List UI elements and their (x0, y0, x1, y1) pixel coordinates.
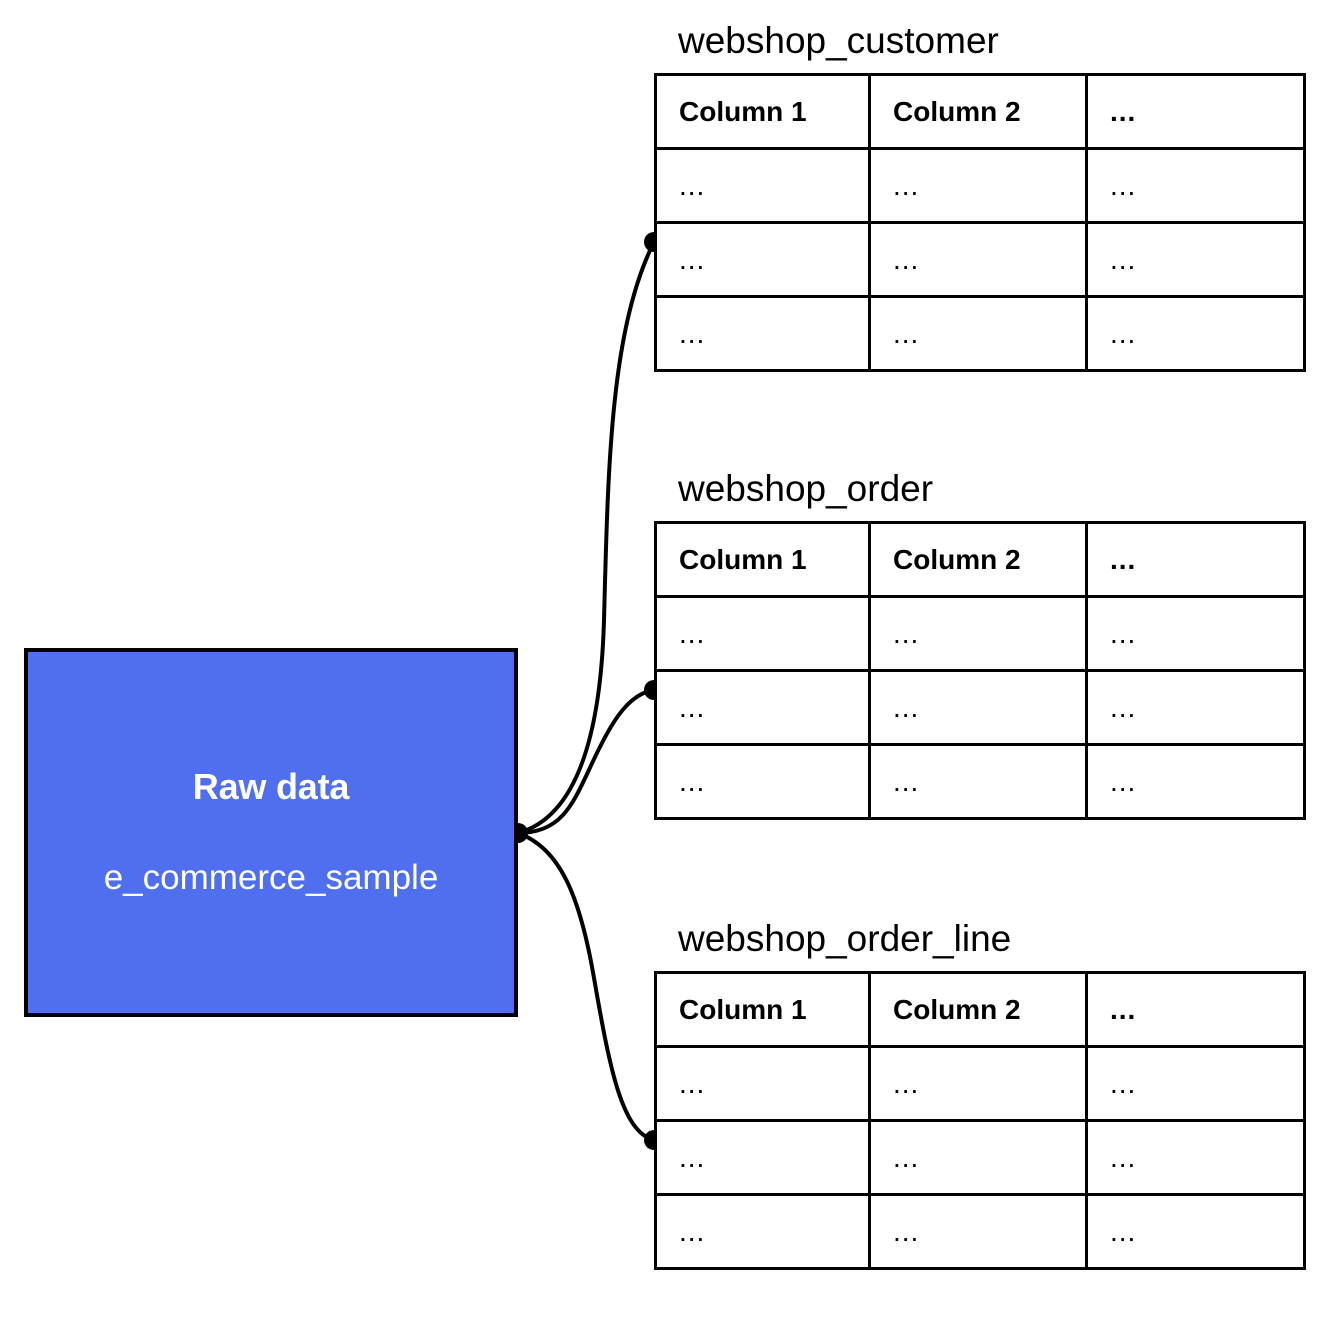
column-header-1: Column 1 (654, 971, 871, 1048)
table-row: ... ... ... (654, 1045, 1306, 1122)
table-title-webshop-order: webshop_order (678, 468, 934, 509)
table-row: ... ... ... (654, 743, 1306, 820)
column-header-3: ... (1085, 73, 1306, 150)
table-header-row: Column 1 Column 2 ... (654, 971, 1306, 1048)
raw-data-title: Raw data (192, 766, 350, 808)
raw-data-source-box[interactable]: Raw data e_commerce_sample (24, 648, 518, 1017)
table-cell: ... (868, 595, 1088, 672)
table-cell: ... (1085, 221, 1306, 298)
table-cell: ... (868, 669, 1088, 746)
table-group-webshop-order: webshop_order Column 1 Column 2 ... ... … (654, 468, 1306, 820)
table-cell: ... (868, 295, 1088, 372)
table-cell: ... (654, 295, 871, 372)
table-row: ... ... ... (654, 595, 1306, 672)
table-cell: ... (1085, 743, 1306, 820)
table-cell: ... (1085, 147, 1306, 224)
table-row: ... ... ... (654, 1119, 1306, 1196)
table-cell: ... (1085, 595, 1306, 672)
table-cell: ... (1085, 1045, 1306, 1122)
table-cell: ... (654, 743, 871, 820)
table-cell: ... (654, 595, 871, 672)
table-cell: ... (868, 147, 1088, 224)
edge-raw-data-to-webshop-customer (517, 241, 656, 835)
table-title-webshop-order-line: webshop_order_line (678, 918, 1012, 959)
column-header-2: Column 2 (868, 521, 1088, 598)
table-cell: ... (654, 147, 871, 224)
table-header-row: Column 1 Column 2 ... (654, 73, 1306, 150)
table-cell: ... (1085, 1119, 1306, 1196)
table-cell: ... (868, 1045, 1088, 1122)
table-row: ... ... ... (654, 1193, 1306, 1270)
table-group-webshop-order-line: webshop_order_line Column 1 Column 2 ...… (654, 918, 1306, 1270)
table-webshop-order-line: Column 1 Column 2 ... ... ... ... ... ..… (654, 971, 1306, 1270)
table-row: ... ... ... (654, 669, 1306, 746)
table-cell: ... (1085, 669, 1306, 746)
table-cell: ... (868, 221, 1088, 298)
table-cell: ... (654, 669, 871, 746)
column-header-2: Column 2 (868, 73, 1088, 150)
table-cell: ... (654, 1193, 871, 1270)
table-cell: ... (654, 1045, 871, 1122)
table-row: ... ... ... (654, 295, 1306, 372)
table-cell: ... (1085, 1193, 1306, 1270)
column-header-1: Column 1 (654, 521, 871, 598)
table-header-row: Column 1 Column 2 ... (654, 521, 1306, 598)
column-header-2: Column 2 (868, 971, 1088, 1048)
table-cell: ... (654, 1119, 871, 1196)
table-row: ... ... ... (654, 147, 1306, 224)
table-group-webshop-customer: webshop_customer Column 1 Column 2 ... .… (654, 20, 1306, 372)
table-title-webshop-customer: webshop_customer (678, 20, 999, 61)
table-webshop-customer: Column 1 Column 2 ... ... ... ... ... ..… (654, 73, 1306, 372)
column-header-3: ... (1085, 971, 1306, 1048)
table-row: ... ... ... (654, 221, 1306, 298)
table-cell: ... (868, 1193, 1088, 1270)
edge-raw-data-to-webshop-order-line (517, 831, 655, 1142)
table-webshop-order: Column 1 Column 2 ... ... ... ... ... ..… (654, 521, 1306, 820)
table-cell: ... (1085, 295, 1306, 372)
column-header-1: Column 1 (654, 73, 871, 150)
edge-raw-data-to-webshop-order (517, 688, 655, 835)
table-cell: ... (868, 743, 1088, 820)
raw-data-subtitle: e_commerce_sample (103, 858, 439, 898)
column-header-3: ... (1085, 521, 1306, 598)
table-cell: ... (654, 221, 871, 298)
table-cell: ... (868, 1119, 1088, 1196)
